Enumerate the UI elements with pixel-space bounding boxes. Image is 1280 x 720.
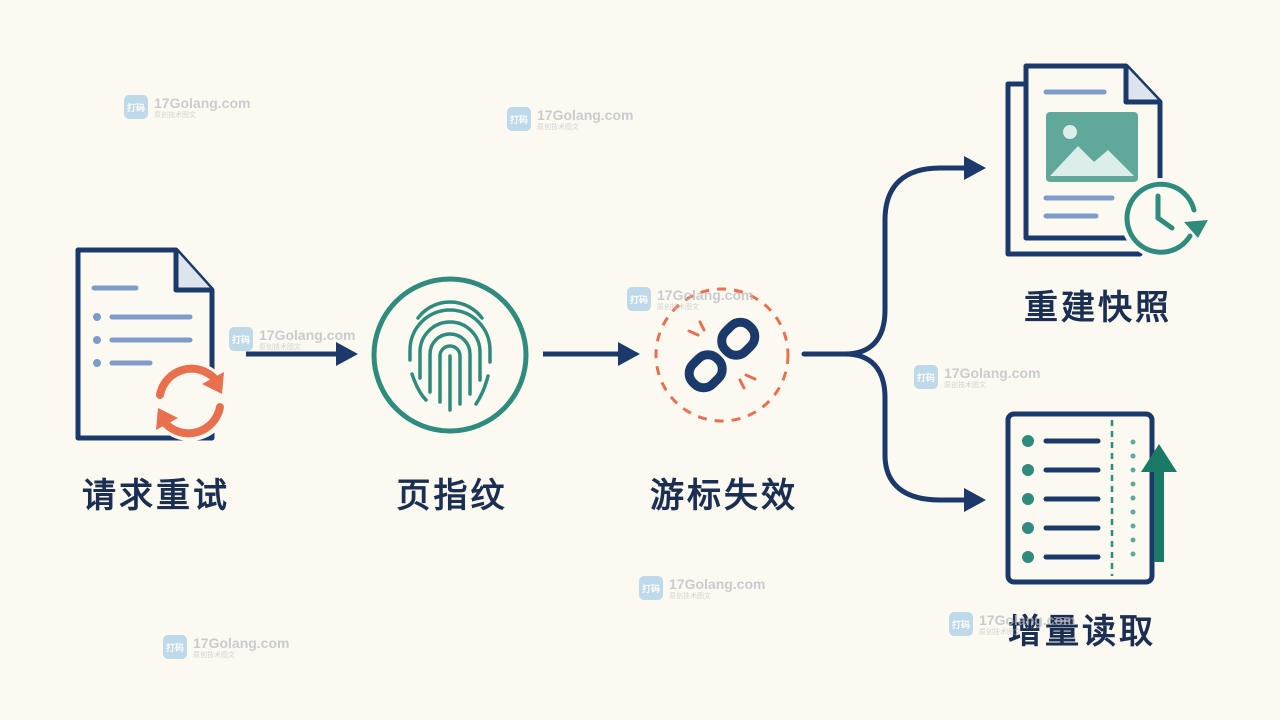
watermark-tagline: 原创技术图文	[979, 627, 1021, 636]
step-label-fingerprint: 页指纹	[396, 476, 508, 516]
document-retry-icon	[75, 247, 230, 441]
watermark-logo: 打码	[124, 95, 148, 119]
watermark-tagline: 原创技术图文	[537, 122, 579, 131]
step-label-cursor-invalid: 游标失效	[650, 476, 798, 516]
broken-link-icon	[654, 287, 790, 423]
watermark-logo: 打码	[949, 612, 973, 636]
watermark-logo: 打码	[639, 576, 663, 600]
watermark-tagline: 原创技术图文	[154, 110, 196, 119]
flow-arrow-head	[964, 488, 986, 512]
watermark-site: 17Golang.com	[154, 94, 251, 111]
flow-arrow	[246, 342, 358, 366]
watermark-logo: 打码	[914, 365, 938, 389]
watermark-tagline: 原创技术图文	[259, 342, 301, 351]
flow-arrow-head	[964, 156, 986, 180]
watermark-logo: 打码	[229, 327, 253, 351]
watermark-tagline: 原创技术图文	[669, 591, 711, 600]
flow-arrow	[543, 342, 640, 366]
watermark-site: 17Golang.com	[657, 286, 754, 303]
snapshot-rebuild-icon	[1005, 63, 1208, 258]
incremental-read-icon	[1005, 411, 1177, 585]
step-label-retry: 请求重试	[82, 476, 230, 516]
watermark-logo: 打码	[627, 287, 651, 311]
watermark-site: 17Golang.com	[259, 326, 356, 343]
outcome-label-rebuild-snapshot: 重建快照	[1024, 288, 1172, 328]
watermark-logo: 打码	[507, 107, 531, 131]
watermark-site: 17Golang.com	[669, 575, 766, 592]
outcome-label-incremental-read: 增量读取	[1008, 612, 1156, 652]
watermark-site: 17Golang.com	[193, 634, 290, 651]
watermark-site: 17Golang.com	[944, 364, 1041, 381]
watermark-logo: 打码	[163, 635, 187, 659]
fingerprint-icon	[371, 276, 529, 434]
watermark-site: 17Golang.com	[979, 611, 1076, 628]
watermark-tagline: 原创技术图文	[657, 302, 699, 311]
fork-connector	[801, 165, 969, 503]
watermark-tagline: 原创技术图文	[944, 380, 986, 389]
watermark-site: 17Golang.com	[537, 106, 634, 123]
watermark-tagline: 原创技术图文	[193, 650, 235, 659]
